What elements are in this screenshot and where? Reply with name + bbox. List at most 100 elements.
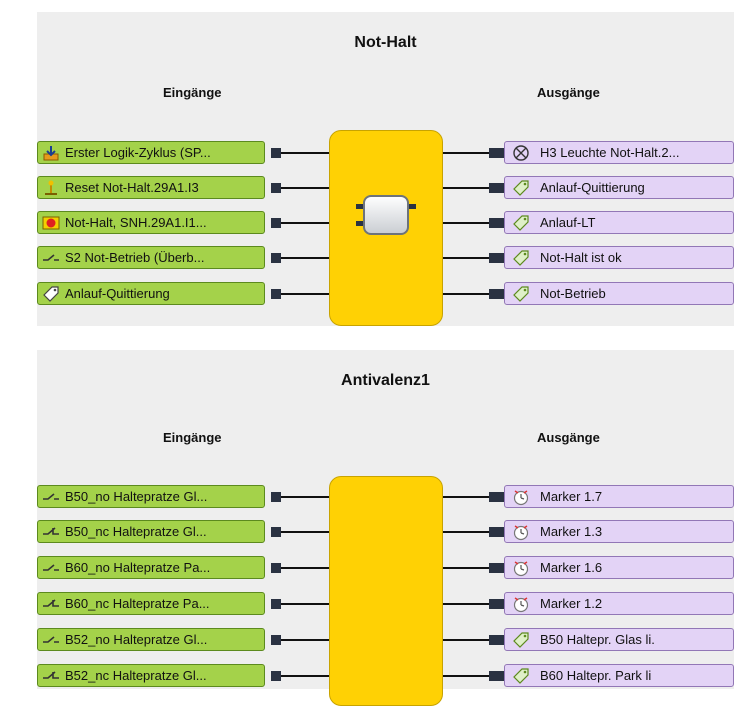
- reset-button-icon: [45, 180, 57, 195]
- inputs-heading: Eingänge: [163, 85, 222, 100]
- input-not-halt-snh[interactable]: Not-Halt, SNH.29A1.I1...: [37, 211, 265, 234]
- tag-icon: [513, 668, 529, 684]
- output-not-halt-ok[interactable]: Not-Halt ist ok: [504, 246, 734, 269]
- output-marker-1-7[interactable]: Marker 1.7: [504, 485, 734, 508]
- marker-clock-icon: [513, 597, 529, 613]
- output-connector[interactable]: [489, 183, 504, 193]
- output-marker-1-3[interactable]: Marker 1.3: [504, 520, 734, 543]
- output-connector[interactable]: [489, 527, 504, 537]
- output-connector[interactable]: [489, 289, 504, 299]
- input-b60-no[interactable]: B60_no Haltepratze Pa...: [37, 556, 265, 579]
- input-connector[interactable]: [271, 492, 281, 502]
- input-wire: [281, 222, 329, 224]
- input-wire: [281, 567, 329, 569]
- switch-contact-icon: [43, 254, 59, 261]
- output-connector[interactable]: [489, 218, 504, 228]
- output-b50-haltepr-glas[interactable]: B50 Haltepr. Glas li.: [504, 628, 734, 651]
- input-connector[interactable]: [271, 183, 281, 193]
- output-marker-1-6[interactable]: Marker 1.6: [504, 556, 734, 579]
- nc-contact-icon: [43, 599, 59, 607]
- input-reset-not-halt[interactable]: Reset Not-Halt.29A1.I3: [37, 176, 265, 199]
- output-connector[interactable]: [489, 599, 504, 609]
- output-connector[interactable]: [489, 563, 504, 573]
- input-wire: [281, 639, 329, 641]
- output-wire: [443, 531, 489, 533]
- output-label: B60 Haltepr. Park li: [540, 668, 652, 683]
- marker-clock-icon: [513, 525, 529, 541]
- output-anlauf-quittierung[interactable]: Anlauf-Quittierung: [504, 176, 734, 199]
- output-label: Not-Halt ist ok: [540, 250, 622, 265]
- input-connector[interactable]: [271, 218, 281, 228]
- input-connector[interactable]: [271, 253, 281, 263]
- input-b52-no[interactable]: B52_no Haltepratze Gl...: [37, 628, 265, 651]
- no-contact-icon: [43, 493, 59, 500]
- input-connector[interactable]: [271, 148, 281, 158]
- output-h3-leuchte[interactable]: H3 Leuchte Not-Halt.2...: [504, 141, 734, 164]
- download-tray-icon: [43, 146, 59, 161]
- marker-clock-icon: [513, 561, 529, 577]
- function-block-symbol-icon: [356, 195, 416, 235]
- block-title: Antivalenz1: [341, 372, 430, 389]
- input-b60-nc[interactable]: B60_nc Haltepratze Pa...: [37, 592, 265, 615]
- input-label: B50_nc Haltepratze Gl...: [65, 524, 207, 539]
- marker-clock-icon: [513, 490, 529, 506]
- input-wire: [281, 257, 329, 259]
- output-wire: [443, 639, 489, 641]
- nc-contact-icon: [43, 527, 59, 535]
- input-connector[interactable]: [271, 289, 281, 299]
- output-wire: [443, 496, 489, 498]
- output-wire: [443, 152, 489, 154]
- input-connector[interactable]: [271, 563, 281, 573]
- block-title: Not-Halt: [354, 34, 417, 51]
- output-wire: [443, 222, 489, 224]
- input-label: B52_no Haltepratze Gl...: [65, 632, 208, 647]
- output-anlauf-lt[interactable]: Anlauf-LT: [504, 211, 734, 234]
- lamp-icon: [513, 145, 529, 161]
- output-label: H3 Leuchte Not-Halt.2...: [540, 145, 680, 160]
- input-s2-not-betrieb[interactable]: S2 Not-Betrieb (Überb...: [37, 246, 265, 269]
- input-connector[interactable]: [271, 599, 281, 609]
- input-b50-nc[interactable]: B50_nc Haltepratze Gl...: [37, 520, 265, 543]
- outputs-heading: Ausgänge: [537, 85, 600, 100]
- tag-icon: [513, 632, 529, 648]
- output-wire: [443, 293, 489, 295]
- input-anlauf-quittierung[interactable]: Anlauf-Quittierung: [37, 282, 265, 305]
- output-connector[interactable]: [489, 492, 504, 502]
- input-connector[interactable]: [271, 635, 281, 645]
- output-label: B50 Haltepr. Glas li.: [540, 632, 655, 647]
- no-contact-icon: [43, 636, 59, 643]
- input-erster-logik-zyklus[interactable]: Erster Logik-Zyklus (SP...: [37, 141, 265, 164]
- input-b50-no[interactable]: B50_no Haltepratze Gl...: [37, 485, 265, 508]
- output-wire: [443, 187, 489, 189]
- output-label: Marker 1.3: [540, 524, 603, 539]
- output-wire: [443, 567, 489, 569]
- input-label: Anlauf-Quittierung: [65, 286, 170, 301]
- output-label: Anlauf-LT: [540, 215, 596, 230]
- output-connector[interactable]: [489, 148, 504, 158]
- input-label: Reset Not-Halt.29A1.I3: [65, 180, 199, 195]
- output-wire: [443, 603, 489, 605]
- no-contact-icon: [43, 564, 59, 571]
- output-connector[interactable]: [489, 253, 504, 263]
- function-block-antivalenz1[interactable]: [329, 476, 443, 706]
- output-marker-1-2[interactable]: Marker 1.2: [504, 592, 734, 615]
- input-wire: [281, 293, 329, 295]
- input-wire: [281, 531, 329, 533]
- tag-icon: [513, 250, 529, 266]
- nc-contact-icon: [43, 671, 59, 679]
- output-b60-haltepr-park[interactable]: B60 Haltepr. Park li: [504, 664, 734, 687]
- input-connector[interactable]: [271, 527, 281, 537]
- input-wire: [281, 152, 329, 154]
- input-wire: [281, 496, 329, 498]
- input-label: Erster Logik-Zyklus (SP...: [65, 145, 211, 160]
- output-label: Not-Betrieb: [540, 286, 606, 301]
- input-b52-nc[interactable]: B52_nc Haltepratze Gl...: [37, 664, 265, 687]
- input-connector[interactable]: [271, 671, 281, 681]
- output-not-betrieb[interactable]: Not-Betrieb: [504, 282, 734, 305]
- output-connector[interactable]: [489, 671, 504, 681]
- tag-icon: [513, 215, 529, 231]
- input-wire: [281, 603, 329, 605]
- input-wire: [281, 187, 329, 189]
- output-connector[interactable]: [489, 635, 504, 645]
- output-wire: [443, 675, 489, 677]
